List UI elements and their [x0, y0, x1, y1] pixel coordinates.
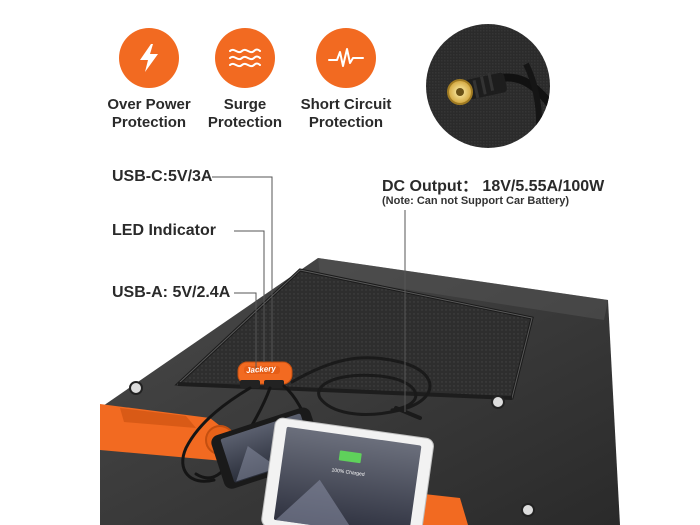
dc-output-spec-label: DC Output： 18V/5.55A/100W: [382, 178, 605, 195]
feature-label: Short Circuit Protection: [300, 96, 392, 131]
feature-surge: Surge Protection: [185, 28, 305, 132]
callout-lines: [212, 176, 406, 412]
dc-output-note: (Note: Can not Support Car Battery): [382, 195, 569, 207]
usb-c-spec-label: USB-C:5V/3A: [112, 168, 213, 185]
usb-a-leader-line: [234, 292, 257, 372]
usb-a-spec-label: USB-A: 5V/2.4A: [112, 284, 231, 301]
dc-connector-photo: [426, 24, 550, 148]
feature-over-power: Over Power Protection: [89, 28, 209, 132]
svg-text:100% Charged: 100% Charged: [331, 467, 365, 478]
over-power-badge: [119, 28, 179, 88]
tablet: 100% Charged: [261, 417, 434, 525]
feature-short-circuit: Short Circuit Protection: [286, 28, 406, 132]
pulse-icon: [328, 48, 364, 67]
short-circuit-badge: [316, 28, 376, 88]
wave-icon: [229, 48, 261, 68]
dc-cable: [290, 356, 432, 420]
feature-label: Over Power Protection: [107, 96, 191, 131]
lightning-bolt-icon: [140, 44, 158, 72]
surge-badge: [215, 28, 275, 88]
led-indicator-label: LED Indicator: [112, 222, 217, 239]
led-leader-line: [234, 230, 265, 362]
usb-c-leader-line: [212, 176, 273, 362]
feature-label: Surge Protection: [207, 96, 283, 131]
junction-box: [237, 361, 293, 388]
